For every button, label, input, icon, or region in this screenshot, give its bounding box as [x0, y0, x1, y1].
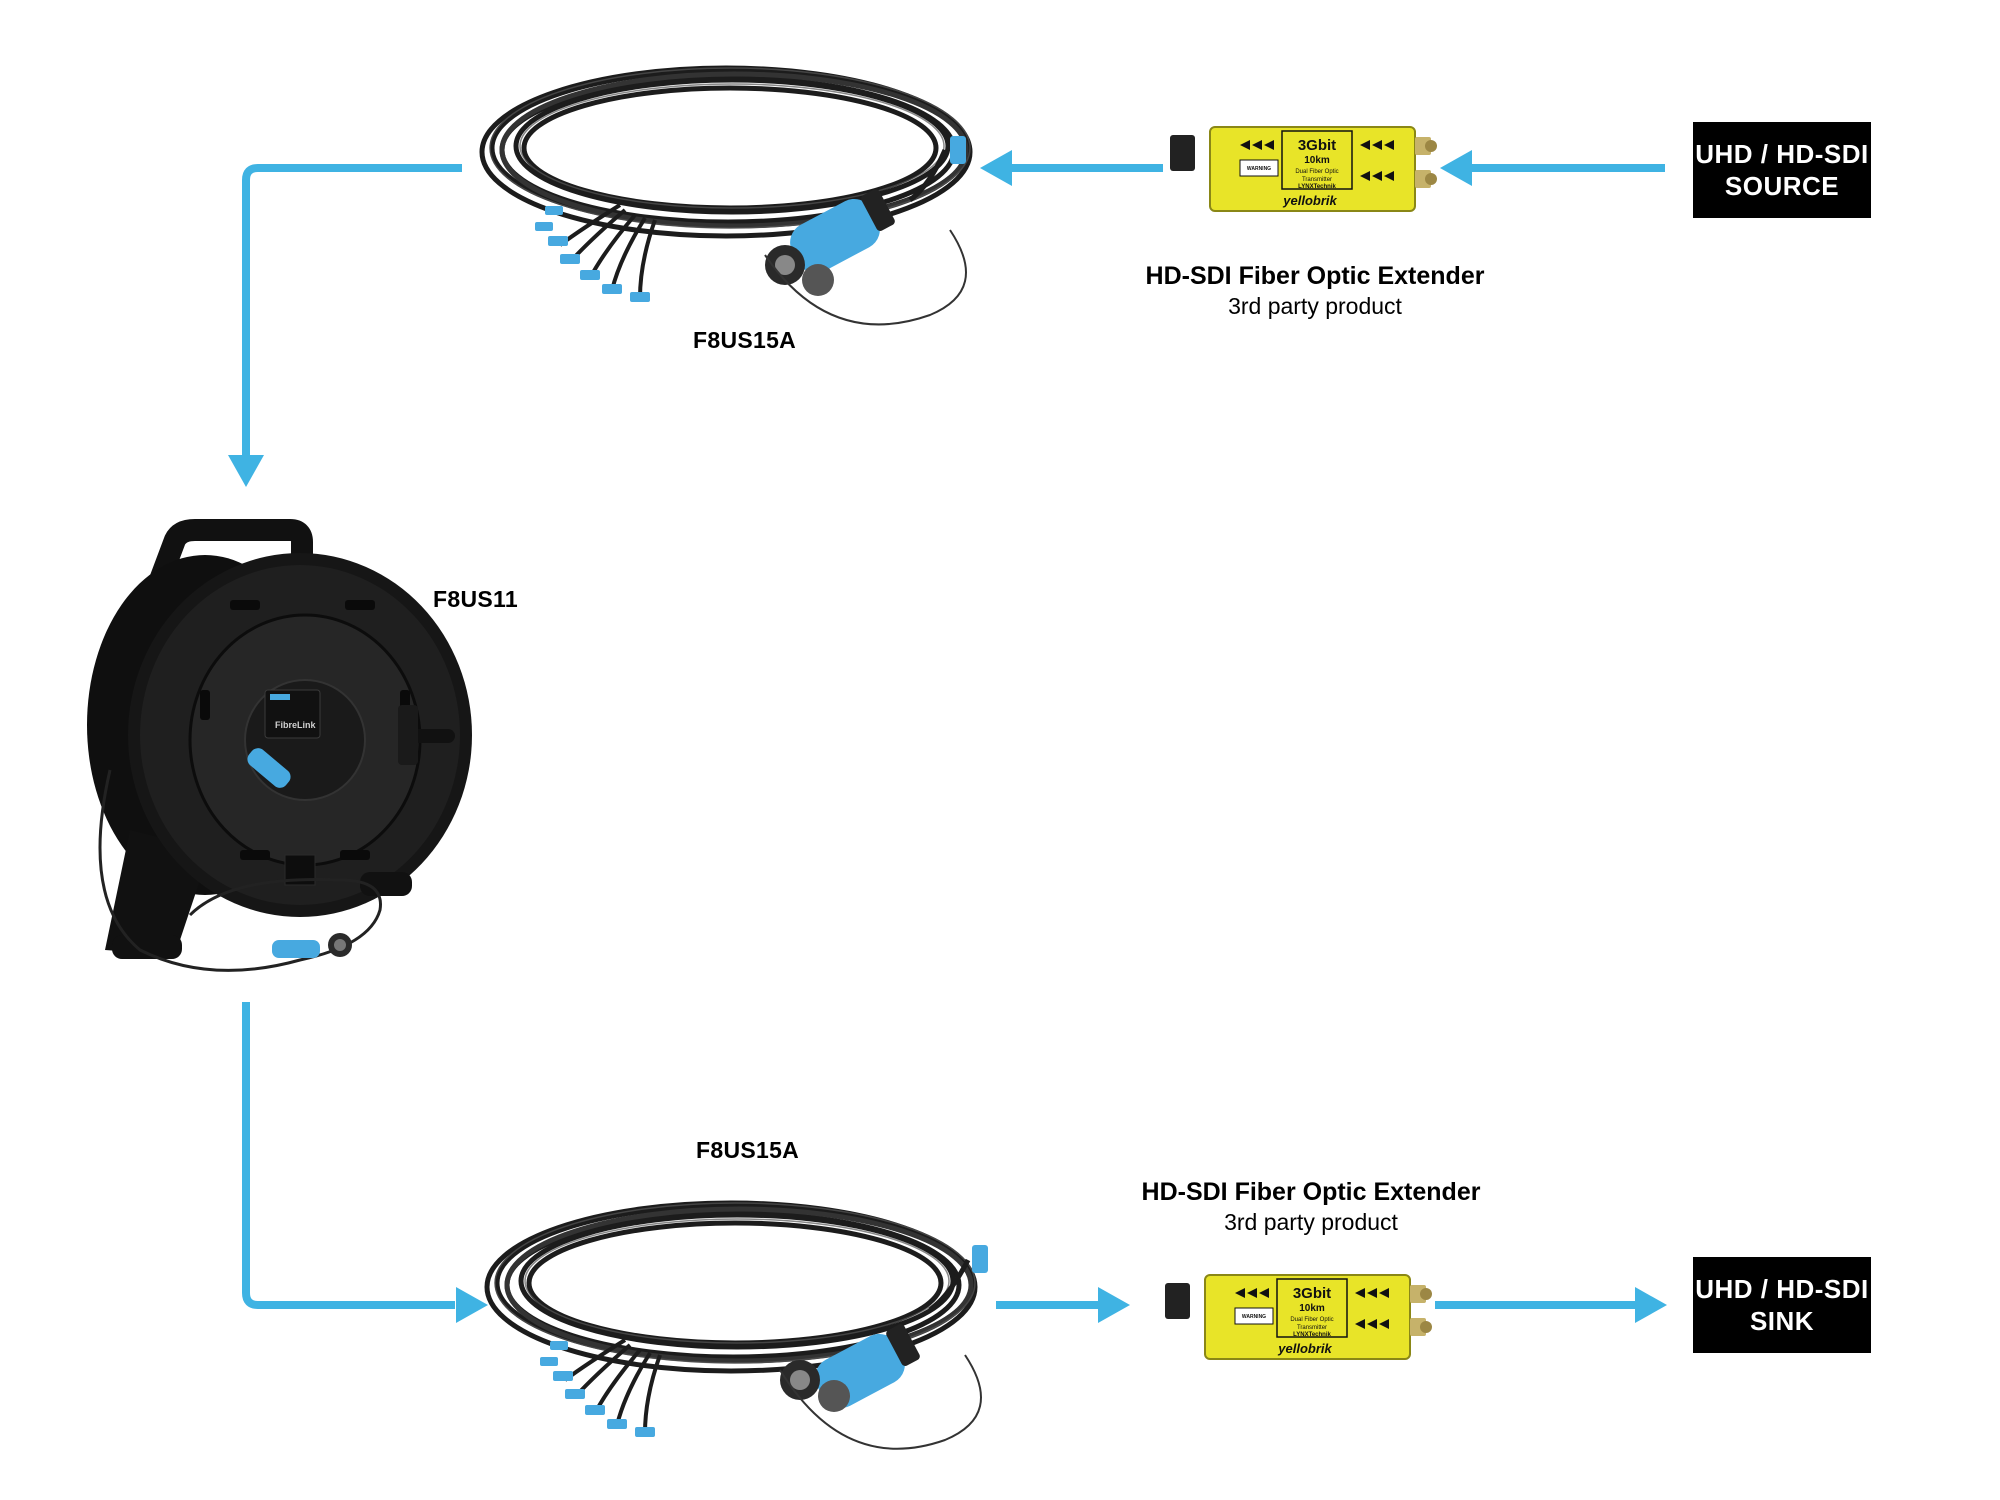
fiber-cable-coil-bottom: [484, 1200, 988, 1450]
arrow-source-to-extender: [1440, 150, 1665, 186]
svg-text:3Gbit: 3Gbit: [1298, 137, 1336, 154]
svg-text:10km: 10km: [1299, 1303, 1325, 1314]
svg-text:Dual Fiber Optic: Dual Fiber Optic: [1295, 169, 1338, 175]
svg-text:LYNXTechnik: LYNXTechnik: [1298, 184, 1336, 190]
fiber-extender-device-top: 3Gbit 10km Dual Fiber Optic Transmitter …: [1170, 126, 1437, 212]
svg-text:yellobrik: yellobrik: [1277, 1341, 1332, 1356]
arrow-reel-to-bottom-cable: [242, 1002, 488, 1323]
svg-text:10km: 10km: [1304, 155, 1330, 166]
arrow-extender-to-cable: [980, 150, 1163, 186]
fiber-extender-device-bottom: 3Gbit 10km Dual Fiber Optic Transmitter …: [1165, 1274, 1432, 1360]
arrows: [228, 150, 1667, 1323]
reel-brand-text: FibreLink: [275, 720, 316, 730]
svg-text:Transmitter: Transmitter: [1297, 1325, 1327, 1331]
svg-text:yellobrik: yellobrik: [1282, 193, 1337, 208]
svg-text:Dual Fiber Optic: Dual Fiber Optic: [1290, 1317, 1333, 1323]
arrow-extender-to-sink: [1435, 1287, 1667, 1323]
arrow-cable-to-reel: [228, 164, 462, 487]
cable-reel-image: FibreLink: [87, 519, 472, 972]
arrow-cable-to-extender: [996, 1287, 1130, 1323]
svg-text:WARNING: WARNING: [1247, 166, 1271, 172]
svg-text:3Gbit: 3Gbit: [1293, 1285, 1331, 1302]
svg-text:Transmitter: Transmitter: [1302, 177, 1332, 183]
svg-text:LYNXTechnik: LYNXTechnik: [1293, 1332, 1331, 1338]
svg-text:WARNING: WARNING: [1242, 1314, 1266, 1320]
fiber-cable-coil-top: [479, 65, 973, 326]
